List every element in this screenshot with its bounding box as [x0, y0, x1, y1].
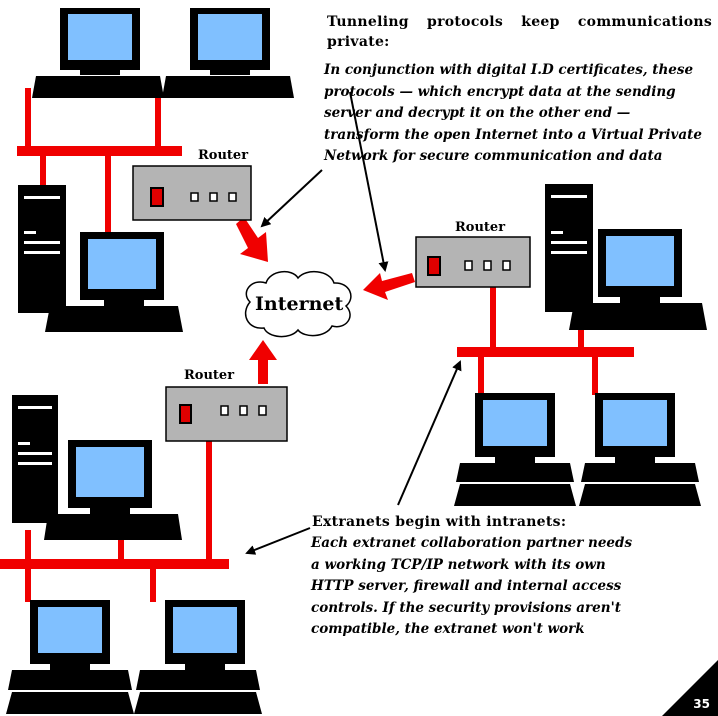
page-corner	[662, 660, 718, 716]
router-label-bottom: Router	[184, 368, 235, 383]
router-top-left	[132, 165, 252, 221]
computer	[12, 395, 182, 540]
lan-bus-right	[457, 347, 634, 357]
drop-line	[105, 155, 111, 237]
drop-line	[478, 355, 484, 395]
drop-line	[25, 530, 31, 562]
computer	[545, 184, 707, 330]
title-line: private:	[327, 34, 390, 50]
tunneling-callout-body: In conjunction with digital I.D certific…	[324, 60, 714, 168]
drop-line	[25, 567, 31, 602]
computer	[6, 600, 134, 714]
body-line: Network for secure communication and dat…	[324, 148, 663, 164]
page-number: 35	[693, 697, 710, 711]
body-line: transform the open Internet into a Virtu…	[324, 126, 702, 143]
body-line: a working TCP/IP network with its own	[311, 556, 606, 573]
callout-arrow	[349, 91, 389, 272]
drop-line	[40, 155, 46, 190]
router-label-right: Router	[455, 220, 506, 235]
callout-arrow	[260, 169, 323, 228]
title-line: Tunneling protocols keep communications	[327, 14, 712, 30]
body-line: Each extranet collaboration partner need…	[311, 535, 633, 551]
router-right	[415, 236, 531, 288]
drop-line	[118, 520, 124, 562]
body-line: protocols — which encrypt data at the se…	[324, 83, 676, 100]
body-line: controls. If the security provisions are…	[311, 599, 621, 616]
tunneling-callout-title: Tunneling protocols keep communications …	[327, 12, 712, 52]
body-line: HTTP server, firewall and internal acces…	[311, 578, 622, 594]
arrow-router-top-to-internet	[236, 217, 268, 262]
body-line: compatible, the extranet won't work	[311, 621, 585, 637]
internet-cloud	[244, 271, 352, 338]
drop-line	[592, 355, 598, 395]
computer	[162, 8, 294, 98]
computer	[454, 393, 576, 506]
internet-label: Internet	[255, 293, 344, 315]
drop-line	[206, 440, 212, 562]
body-line: In conjunction with digital I.D certific…	[324, 62, 694, 78]
arrow-router-right-to-internet	[363, 273, 415, 300]
computer	[579, 393, 701, 506]
computer	[32, 8, 164, 98]
router-bottom	[165, 386, 288, 442]
drop-line	[150, 567, 156, 602]
lan-bus-top-left	[17, 146, 182, 156]
drop-line	[155, 88, 161, 148]
arrow-router-bottom-to-internet	[249, 340, 277, 384]
computer	[134, 600, 262, 714]
network-cabling	[0, 88, 634, 602]
callout-arrow	[397, 360, 462, 506]
lan-bus-bottom-left	[0, 559, 229, 569]
computer	[18, 185, 183, 332]
body-line: server and decrypt it on the other end —	[324, 105, 631, 121]
extranet-callout-title: Extranets begin with intranets:	[312, 514, 567, 530]
callout-arrows	[245, 91, 462, 555]
drop-line	[25, 88, 31, 148]
extranet-callout-body: Each extranet collaboration partner need…	[311, 533, 661, 641]
callout-arrow	[245, 527, 311, 555]
drop-line	[490, 265, 496, 350]
internet-arrows	[236, 217, 415, 384]
router-label-top-left: Router	[198, 148, 249, 163]
